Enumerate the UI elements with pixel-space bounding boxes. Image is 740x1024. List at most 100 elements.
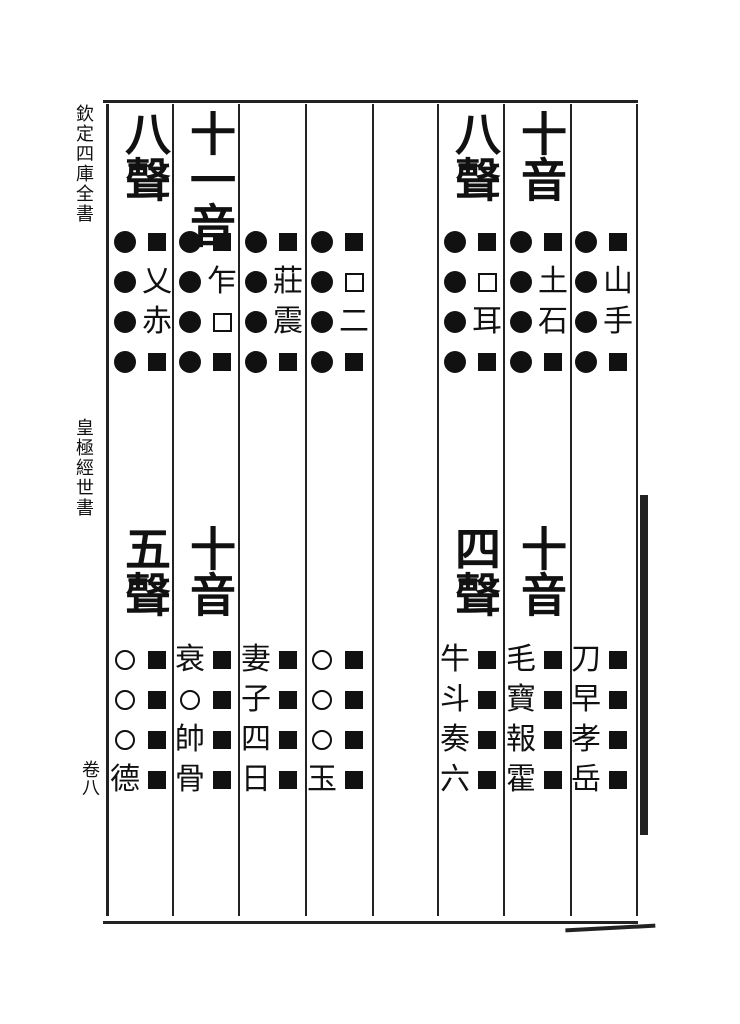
column-heading: 十音 — [514, 525, 568, 617]
character-cell: 子 — [241, 682, 271, 717]
open-square-mark — [202, 302, 242, 342]
mark-shape — [609, 691, 627, 709]
mark-shape — [279, 353, 297, 371]
column-rule — [305, 104, 307, 916]
mark-shape — [213, 691, 231, 709]
open-circle-mark — [105, 720, 145, 760]
filled-square-mark — [137, 342, 177, 382]
column-rule — [372, 104, 374, 916]
mark-shape — [311, 351, 333, 373]
mark-shape — [311, 231, 333, 253]
mark-shape — [544, 353, 562, 371]
open-square-mark — [334, 262, 374, 302]
mark-shape — [609, 353, 627, 371]
character-cell: 六 — [440, 762, 470, 797]
open-square-mark — [467, 262, 507, 302]
mark-shape — [312, 730, 332, 750]
cell-column — [258, 640, 318, 800]
mark-shape — [609, 771, 627, 789]
filled-circle-mark — [501, 262, 541, 302]
filled-square-mark — [467, 760, 507, 800]
filled-circle-mark — [566, 222, 606, 262]
mark-shape — [213, 771, 231, 789]
mark-shape — [115, 650, 135, 670]
character-cell: 土 — [538, 264, 568, 299]
column-rule — [570, 104, 572, 916]
mark-shape — [179, 351, 201, 373]
mark-shape — [213, 353, 231, 371]
mark-shape — [510, 351, 532, 373]
mark-shape — [478, 731, 496, 749]
column-heading: 四聲 — [448, 525, 502, 617]
page-frame — [103, 100, 638, 924]
mark-shape — [478, 651, 496, 669]
character-cell: 骨 — [175, 762, 205, 797]
filled-circle-mark — [435, 342, 475, 382]
open-circle-mark — [302, 720, 342, 760]
character-cell: 二 — [339, 304, 369, 339]
filled-circle-mark — [105, 302, 145, 342]
mark-shape — [544, 651, 562, 669]
filled-square-mark — [202, 680, 242, 720]
mark-shape — [345, 691, 363, 709]
filled-circle-mark — [435, 302, 475, 342]
column-rule — [238, 104, 240, 916]
mark-shape — [311, 311, 333, 333]
filled-circle-mark — [170, 302, 210, 342]
mark-shape — [114, 271, 136, 293]
column-rule — [503, 104, 505, 916]
mark-shape — [245, 351, 267, 373]
mark-shape — [279, 771, 297, 789]
character-cell: 孝 — [571, 722, 601, 757]
mark-shape — [575, 311, 597, 333]
cell-column: 乍 — [192, 222, 252, 382]
filled-circle-mark — [236, 302, 276, 342]
open-circle-mark — [105, 640, 145, 680]
mark-shape — [114, 231, 136, 253]
filled-circle-mark — [566, 262, 606, 302]
character-cell: 妻 — [241, 642, 271, 677]
filled-circle-mark — [566, 302, 606, 342]
filled-square-mark — [598, 720, 638, 760]
filled-square-mark — [467, 640, 507, 680]
filled-square-mark — [268, 720, 308, 760]
mark-shape — [312, 650, 332, 670]
character-cell: 霍 — [506, 762, 536, 797]
filled-circle-mark — [501, 342, 541, 382]
cell-column — [226, 222, 286, 382]
open-circle-mark — [302, 680, 342, 720]
mark-shape — [114, 311, 136, 333]
column-heading: 八聲 — [118, 110, 172, 202]
filled-square-mark — [202, 222, 242, 262]
mark-shape — [115, 690, 135, 710]
character-cell: 日 — [241, 762, 271, 797]
filled-square-mark — [268, 680, 308, 720]
cell-column — [127, 640, 187, 800]
filled-square-mark — [598, 680, 638, 720]
filled-square-mark — [137, 640, 177, 680]
mark-shape — [544, 731, 562, 749]
cell-column: 二 — [324, 222, 384, 382]
cell-column — [95, 222, 155, 382]
mark-shape — [444, 311, 466, 333]
cell-column — [556, 222, 616, 382]
filled-square-mark — [202, 720, 242, 760]
mark-shape — [478, 691, 496, 709]
mark-shape — [115, 730, 135, 750]
cell-column — [523, 640, 583, 800]
cell-column — [588, 640, 648, 800]
mark-shape — [477, 272, 497, 292]
cell-column: 毛寶報霍 — [491, 640, 551, 800]
mark-shape — [279, 651, 297, 669]
mark-shape — [575, 271, 597, 293]
cell-column — [425, 222, 485, 382]
mark-shape — [180, 690, 200, 710]
character-cell: 耳 — [472, 304, 502, 339]
character-cell: 帥 — [175, 722, 205, 757]
mark-shape — [510, 271, 532, 293]
mark-shape — [148, 233, 166, 251]
open-circle-mark — [105, 680, 145, 720]
character-cell: 奏 — [440, 722, 470, 757]
open-circle-mark — [170, 680, 210, 720]
filled-square-mark — [467, 222, 507, 262]
